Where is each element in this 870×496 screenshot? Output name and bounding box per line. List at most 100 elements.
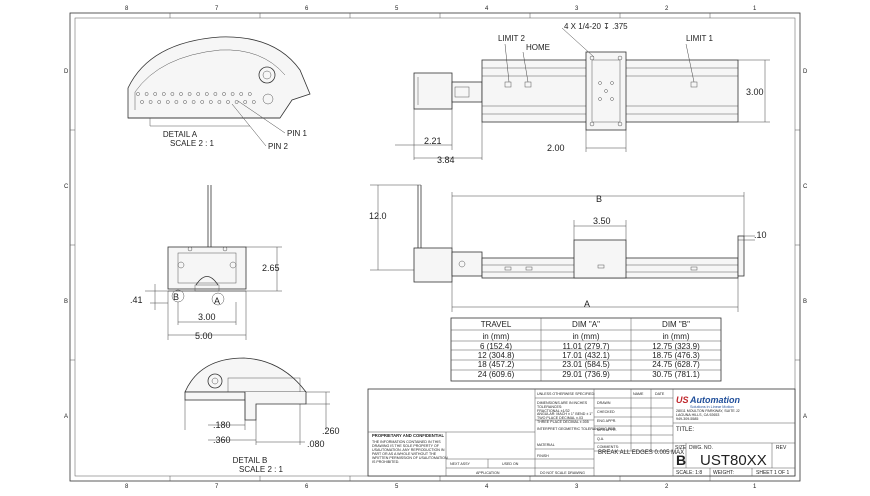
zone-col-3: 3 bbox=[575, 6, 579, 12]
tb-angular: ANGULAR: MACH ± 1° BEND ± 1° bbox=[537, 412, 593, 416]
table-header-dim-b: DIM "B" bbox=[662, 320, 690, 329]
tb-used-on: USED ON bbox=[502, 462, 519, 466]
end-view-detail-a-marker: A bbox=[214, 296, 220, 306]
table-header-travel: TRAVEL bbox=[481, 320, 512, 329]
dim-3-50: 3.50 bbox=[593, 216, 611, 226]
zone-row-a-right: A bbox=[803, 414, 807, 420]
table-cell: 11.01 (279.7) bbox=[563, 342, 610, 351]
connector-pin bbox=[222, 92, 226, 96]
tb-size-label: SIZE bbox=[675, 445, 687, 451]
connector-pin bbox=[174, 100, 179, 104]
connector-pin bbox=[170, 92, 175, 96]
tb-prop-line: WRITTEN PERMISSION OF USAUTOMATION bbox=[372, 456, 448, 460]
dim-0-10: .10 bbox=[754, 230, 767, 240]
end-view: B A 2.65 3.00 5.00 .41 bbox=[130, 185, 282, 341]
zone-col-4: 4 bbox=[485, 6, 489, 12]
connector-pin bbox=[153, 92, 158, 96]
table-cell: 29.01 (736.9) bbox=[562, 370, 610, 379]
connector-pin bbox=[183, 100, 187, 104]
tb-interpret: INTERPRET GEOMETRIC TOLERANCING PER: bbox=[537, 427, 616, 431]
tb-address-line: LAGUNA HILLS, CA 92653 bbox=[676, 413, 719, 417]
connector-pin bbox=[187, 92, 192, 96]
zone-col-3-bottom: 3 bbox=[575, 484, 579, 490]
zone-col-5-bottom: 5 bbox=[395, 484, 399, 490]
tb-break-edges: BREAK ALL EDGES 0.005 MAX bbox=[598, 450, 684, 456]
detail-a-view: PIN 1 PIN 2 DETAIL A SCALE 2 : 1 bbox=[127, 36, 311, 151]
dim-5-00: 5.00 bbox=[195, 331, 213, 341]
zone-col-6: 6 bbox=[305, 6, 309, 12]
dim-12-0: 12.0 bbox=[369, 211, 387, 221]
dim-2-00: 2.00 bbox=[547, 143, 565, 153]
zone-col-8: 8 bbox=[125, 6, 129, 12]
table-cell: 18 (457.2) bbox=[478, 360, 515, 369]
tb-prop-line: IS PROHIBITED. bbox=[372, 460, 399, 464]
connector-pin bbox=[200, 100, 205, 104]
connector-pin bbox=[208, 100, 213, 104]
dim-0-180: .180 bbox=[213, 420, 231, 430]
zone-col-2: 2 bbox=[665, 6, 669, 12]
tb-scale: SCALE: 1:8 bbox=[676, 470, 702, 476]
tb-do-not-scale: DO NOT SCALE DRAWING bbox=[540, 471, 585, 475]
detail-a-title: DETAIL A bbox=[163, 130, 198, 139]
tb-drawn: DRAWN bbox=[597, 401, 611, 405]
table-unit-travel: in (mm) bbox=[482, 332, 509, 341]
dim-0-360: .360 bbox=[213, 435, 231, 445]
title-block: UNLESS OTHERWISE SPECIFIED: NAME DATE DI… bbox=[367, 388, 796, 477]
tb-rev: REV bbox=[776, 445, 787, 451]
tb-address-line: 949-309-5585 bbox=[676, 417, 698, 421]
connector-pin bbox=[204, 92, 209, 96]
table-unit-dim-b: in (mm) bbox=[662, 332, 689, 341]
detail-b-scale: SCALE 2 : 1 bbox=[239, 465, 284, 474]
zone-row-b: B bbox=[64, 299, 68, 305]
mounting-holes-callout: 4 X 1/4-20 ↧ .375 bbox=[564, 22, 628, 31]
tb-comments: COMMENTS: bbox=[597, 445, 619, 449]
connector-pin bbox=[230, 92, 235, 96]
connector-pin bbox=[161, 92, 166, 96]
detail-b-view: .180 .360 .080 .260 DETAIL B SCALE 2 : 1 bbox=[184, 357, 340, 474]
connector-pin bbox=[217, 100, 222, 104]
dimension-table: TRAVEL DIM "A" DIM "B" in (mm) in (mm) i… bbox=[450, 317, 722, 382]
table-cell: 23.01 (584.5) bbox=[562, 360, 610, 369]
zone-col-8-bottom: 8 bbox=[125, 484, 129, 490]
zone-col-4-bottom: 4 bbox=[485, 484, 489, 490]
tb-address-line: 28011 MOULTON PARKWAY, SUITE J2 bbox=[676, 409, 740, 413]
detail-b-title: DETAIL B bbox=[233, 456, 268, 465]
table-cell: 12.75 (323.9) bbox=[652, 342, 700, 351]
tb-prop-line: PART OR AS A WHOLE WITHOUT THE bbox=[372, 452, 437, 456]
tb-tolerances: TOLERANCES: bbox=[537, 405, 562, 409]
tb-prop-line: THE INFORMATION CONTAINED IN THIS bbox=[372, 440, 441, 444]
tb-two-place: TWO PLACE DECIMAL ±.03 bbox=[537, 416, 583, 420]
dim-a: A bbox=[584, 299, 590, 309]
dim-0-41: .41 bbox=[130, 295, 143, 305]
tb-dims-in: DIMENSIONS ARE IN INCHES bbox=[537, 401, 588, 405]
connector-pin bbox=[234, 100, 239, 104]
zone-col-2-bottom: 2 bbox=[665, 484, 669, 490]
tb-dwg-label: DWG. NO. bbox=[689, 445, 713, 451]
tb-prop-line: USAUTOMATION. ANY REPRODUCTION IN bbox=[372, 448, 445, 452]
tb-eng-appr: ENG APPR. bbox=[597, 419, 616, 423]
sheet-border bbox=[69, 12, 801, 482]
zone-row-c-right: C bbox=[803, 184, 808, 190]
zone-row-a: A bbox=[64, 414, 68, 420]
table-unit-dim-a: in (mm) bbox=[572, 332, 599, 341]
top-view-width-dim: 3.00 bbox=[746, 87, 764, 97]
table-header-dim-a: DIM "A" bbox=[572, 320, 600, 329]
connector-pin bbox=[213, 92, 218, 96]
end-view-detail-b-marker: B bbox=[173, 292, 179, 302]
connector-pin bbox=[148, 100, 153, 104]
zone-ticks bbox=[70, 13, 800, 481]
connector-pin bbox=[144, 92, 149, 96]
tb-dwg-no: UST80XX bbox=[700, 452, 767, 469]
top-view: LIMIT 2 HOME LIMIT 1 4 X 1/4-20 ↧ .375 3… bbox=[395, 22, 770, 165]
zone-col-1: 1 bbox=[753, 6, 757, 12]
dim-2-21: 2.21 bbox=[424, 136, 442, 146]
tb-finish: FINISH bbox=[537, 454, 549, 458]
zone-row-d: D bbox=[64, 69, 69, 75]
tb-size: B bbox=[676, 452, 686, 468]
tb-unless: UNLESS OTHERWISE SPECIFIED: bbox=[537, 392, 595, 396]
dim-3-00-end: 3.00 bbox=[198, 312, 216, 322]
tb-checked: CHECKED bbox=[597, 410, 615, 414]
connector-pin bbox=[226, 100, 230, 104]
limit2-label: LIMIT 2 bbox=[498, 34, 526, 43]
